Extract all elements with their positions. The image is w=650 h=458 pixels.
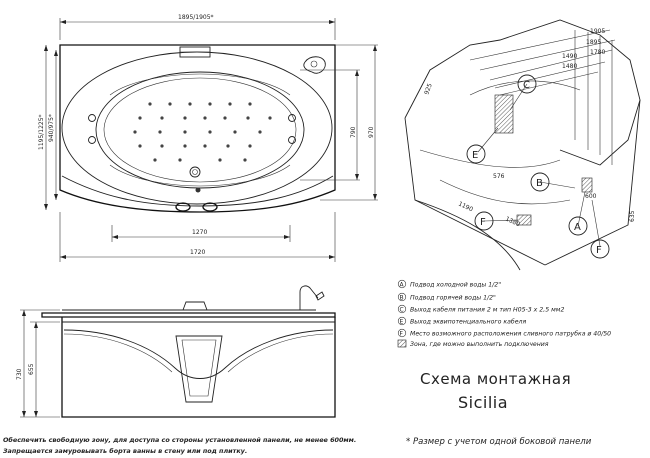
svg-text:E: E <box>472 150 478 161</box>
iso-dim-6: 576 <box>493 173 505 180</box>
top-view: 1895/1905* <box>38 14 378 262</box>
dim-width-total: 1895/1905* <box>178 14 214 21</box>
svg-text:B: B <box>536 178 543 189</box>
dim-height-inner: 940/975* <box>48 114 55 142</box>
iso-dim-5: 925 <box>423 82 434 95</box>
svg-text:B: B <box>400 295 404 302</box>
hatched-zone-lower <box>516 214 532 226</box>
svg-text:Выход эквипотенциального кабел: Выход эквипотенциального кабеля <box>410 318 526 326</box>
callout-c: C <box>517 74 537 94</box>
dim-depth-970: 970 <box>368 126 375 138</box>
jets-grid <box>133 102 272 162</box>
iso-dim-9: 600 <box>585 193 597 200</box>
iso-dim-10: 635 <box>629 210 636 222</box>
legend-item-b: B Подвод горячей воды 1/2" <box>397 292 496 302</box>
iso-dim-1: 1895 <box>586 39 601 46</box>
side-view: 730 655 <box>16 285 336 418</box>
iso-dim-2: 1780 <box>590 49 605 56</box>
iso-dim-7: 1190 <box>457 200 474 213</box>
dim-height-total: 1195/1225* <box>38 114 45 150</box>
iso-dim-3: 1490 <box>562 53 577 60</box>
svg-text:Место возможного расположения: Место возможного расположения сливного п… <box>410 330 611 338</box>
svg-text:A: A <box>574 222 581 233</box>
dim-height-730: 730 <box>16 368 23 380</box>
callout-b: B <box>530 172 550 192</box>
svg-text:A: A <box>400 282 405 289</box>
svg-text:Зона, где можно выполнить под: Зона, где можно выполнить подключения <box>410 341 549 348</box>
legend-item-f: F Место возможного расположения сливного… <box>397 328 611 338</box>
dim-height-655: 655 <box>28 363 35 375</box>
svg-text:Подвод холодной воды 1/2": Подвод холодной воды 1/2" <box>410 282 501 289</box>
isometric-view: 1905 1895 1780 1490 1480 925 576 1190 13… <box>404 19 641 271</box>
callout-f-right: F <box>590 239 610 259</box>
note-line2: Запрещается замуровывать борта ванны в с… <box>3 447 247 455</box>
title-line1: Схема монтажная <box>420 370 571 388</box>
hatched-zone-right <box>581 177 593 193</box>
star-note: * Размер с учетом одной боковой панели <box>406 437 592 447</box>
legend-item-zone: Зона, где можно выполнить подключения <box>397 339 549 348</box>
svg-text:F: F <box>596 245 602 256</box>
svg-text:F: F <box>400 331 404 338</box>
title-line2: Sicilia <box>458 393 508 412</box>
dim-width-1720: 1720 <box>190 249 205 256</box>
note-line1: Обеспечить свободную зону, для доступа с… <box>3 436 356 444</box>
dim-depth-790: 790 <box>350 126 357 138</box>
legend-item-e: E Выход эквипотенциального кабеля <box>397 316 526 326</box>
legend-item-c: C Выход кабеля питания 2 м тип Н05-3 х 2… <box>397 304 564 314</box>
svg-text:C: C <box>400 307 404 314</box>
callout-e: E <box>466 144 486 164</box>
hatched-zone-upper <box>494 94 514 134</box>
dim-width-1270: 1270 <box>192 229 207 236</box>
legend-item-a: A Подвод холодной воды 1/2" <box>397 279 501 289</box>
iso-dim-0: 1905 <box>590 28 605 35</box>
callout-a: A <box>568 216 588 236</box>
svg-text:Подвод горячей воды 1/2": Подвод горячей воды 1/2" <box>410 295 496 302</box>
legend: A Подвод холодной воды 1/2" B Подвод гор… <box>397 279 611 348</box>
svg-text:Выход кабеля питания 2 м тип: Выход кабеля питания 2 м тип Н05-3 х 2,5… <box>410 306 564 314</box>
svg-text:E: E <box>400 319 404 326</box>
iso-dim-4: 1480 <box>562 63 577 70</box>
callout-f-left: F <box>474 211 494 231</box>
svg-text:C: C <box>523 80 530 91</box>
svg-text:F: F <box>480 217 486 228</box>
